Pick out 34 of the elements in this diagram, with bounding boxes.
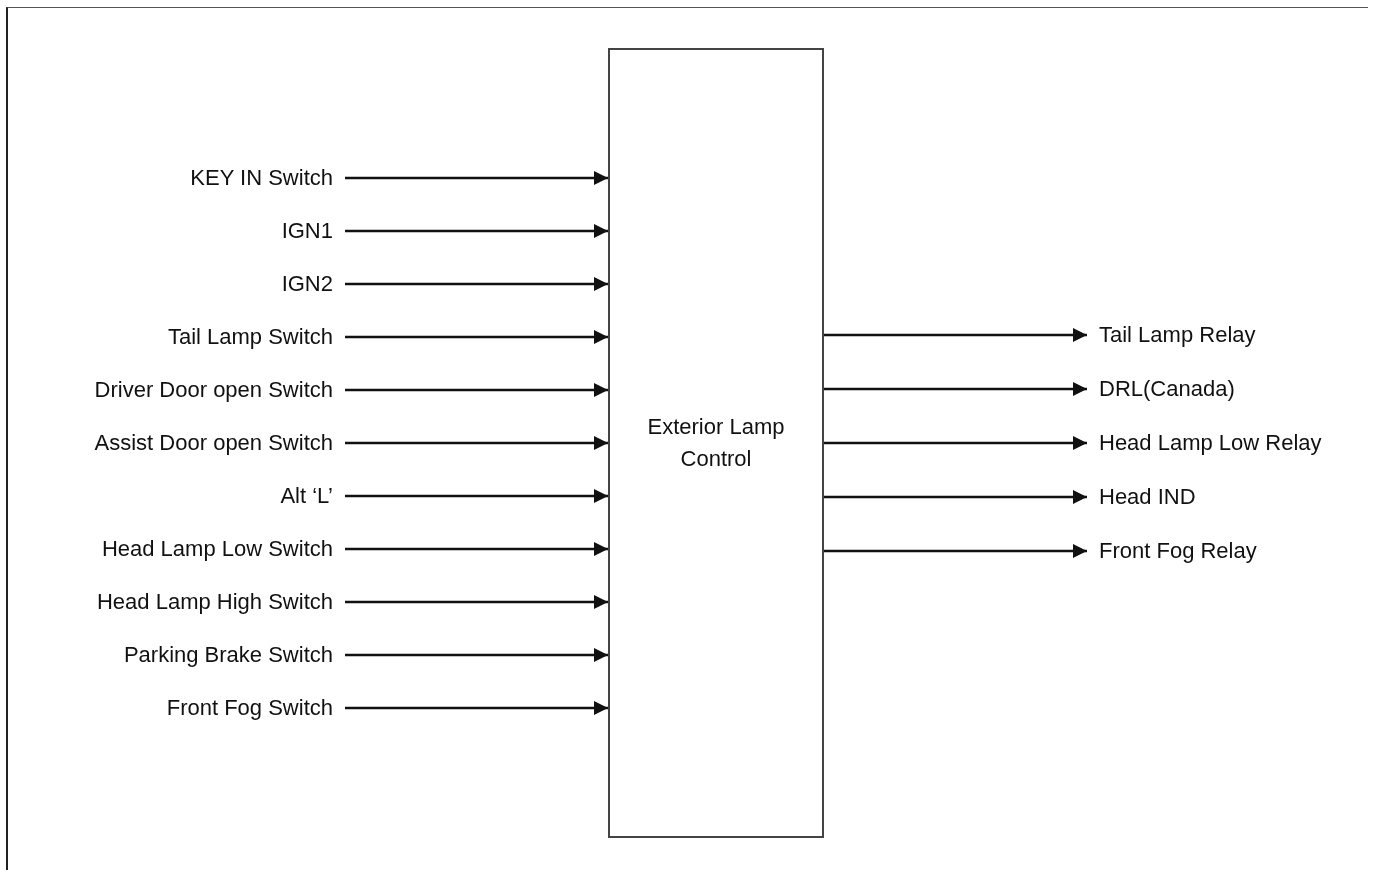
input-signal-label: Front Fog Switch [166,695,345,721]
arrow [345,383,608,397]
arrow [824,382,1087,396]
arrow [824,544,1087,558]
arrow [824,436,1087,450]
input-signal-label: Alt ‘L’ [280,483,345,509]
arrow [345,330,608,344]
arrow [345,701,608,715]
output-signal-label: DRL(Canada) [1087,376,1235,402]
arrow [345,648,608,662]
control-unit-box [608,48,824,838]
input-signal-label: Driver Door open Switch [94,377,345,403]
input-signal-label: IGN1 [281,218,345,244]
arrow [345,436,608,450]
arrow [345,171,608,185]
output-signal-label: Head Lamp Low Relay [1087,430,1322,456]
unit-name: Exterior Lamp Control [646,413,786,473]
input-signal-label: Tail Lamp Switch [167,324,345,350]
input-signal-label: KEY IN Switch [190,165,345,191]
input-signal-label: Head Lamp Low Switch [101,536,345,562]
output-signal-label: Tail Lamp Relay [1087,322,1256,348]
arrow [345,595,608,609]
arrow [345,489,608,503]
output-signal-label: Front Fog Relay [1087,538,1257,564]
input-signal-label: IGN2 [281,271,345,297]
arrow [345,224,608,238]
output-signal-label: Head IND [1087,484,1196,510]
arrow [824,490,1087,504]
arrow [345,542,608,556]
input-signal-label: Head Lamp High Switch [97,589,345,615]
arrow [345,277,608,291]
input-signal-label: Parking Brake Switch [123,642,345,668]
input-signal-label: Assist Door open Switch [94,430,345,456]
arrow [824,328,1087,342]
